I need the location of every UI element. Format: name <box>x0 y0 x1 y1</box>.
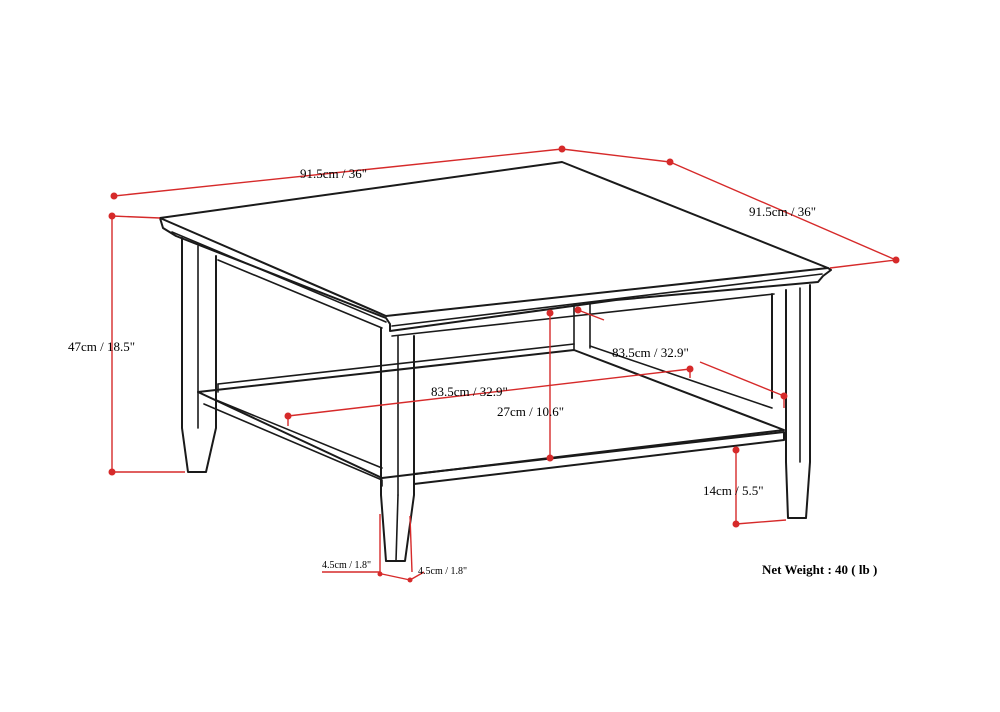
label-top-width: 91.5cm / 36" <box>749 204 816 219</box>
back-center-leg <box>573 303 591 351</box>
left-apron-line <box>217 259 383 329</box>
label-top-length: 91.5cm / 36" <box>300 166 367 181</box>
label-shelf-width: 83.5cm / 32.9" <box>612 345 689 360</box>
dimension-labels: 91.5cm / 36" 91.5cm / 36" 47cm / 18.5" 8… <box>68 166 877 577</box>
dim-shelf-width <box>574 306 788 408</box>
label-shelf-clearance: 27cm / 10.6" <box>497 404 564 419</box>
table-drawing <box>159 161 832 562</box>
label-leg-width-a: 4.5cm / 1.8" <box>322 560 371 571</box>
label-leg-width-b: 4.5cm / 1.8" <box>418 566 467 577</box>
dim-shelf-length <box>284 365 694 426</box>
lower-shelf <box>197 343 785 487</box>
table-top-edge-inner-right <box>391 273 823 327</box>
dim-leg-width <box>322 514 425 583</box>
net-weight-label: Net Weight : 40 ( lb ) <box>762 562 877 577</box>
front-apron-line <box>391 293 775 337</box>
right-leg <box>771 284 811 519</box>
label-shelf-length: 83.5cm / 32.9" <box>431 384 508 399</box>
label-height: 47cm / 18.5" <box>68 339 135 354</box>
dim-height <box>108 212 185 476</box>
dim-shelf-clearance <box>546 309 554 462</box>
dim-top-length <box>110 145 566 200</box>
dim-shelf-height <box>732 446 787 528</box>
back-left-leg <box>181 237 217 473</box>
table-top-surface <box>159 161 829 317</box>
table-top-edge <box>159 217 832 332</box>
table-top-edge-inner <box>171 231 387 323</box>
dimension-lines <box>108 145 900 583</box>
dim-top-width <box>561 148 900 269</box>
label-shelf-height: 14cm / 5.5" <box>703 483 764 498</box>
